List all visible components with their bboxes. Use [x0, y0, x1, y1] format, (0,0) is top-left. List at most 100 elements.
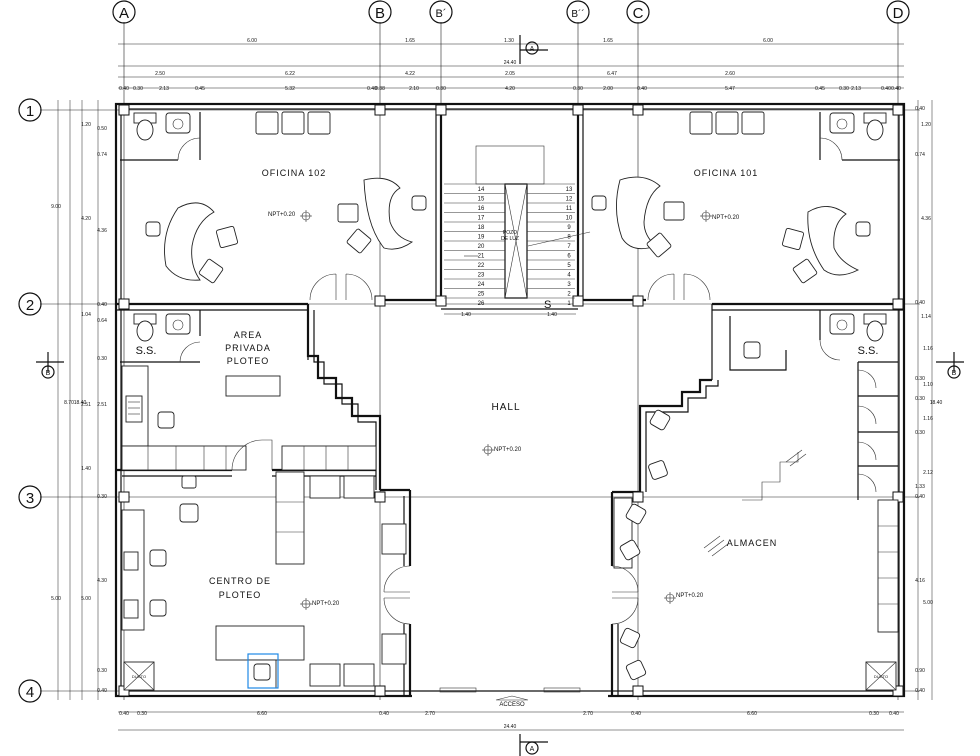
acceso-label: ACCESO: [499, 702, 525, 708]
ducto-right-label: DUCTO: [874, 674, 888, 679]
dim-left-12: 1.40: [81, 466, 91, 472]
centro-de-ploteo: CENTRO DE PLOTEO NPT+0.20 DUCTO: [121, 471, 411, 691]
stair-left-step-number: 18: [478, 225, 485, 231]
stair-left-step-number: 21: [478, 254, 485, 260]
dim-bottom-4: 0.40: [379, 711, 389, 717]
dim-top3-extra-3: 0.30: [436, 86, 446, 92]
grid-bubble-b: B: [368, 0, 392, 24]
dim-right-5: 0.40: [915, 300, 925, 306]
dim-left-7: 1.04: [81, 312, 91, 318]
dim-bottom-5: 2.70: [425, 711, 435, 717]
dim-left-4: 4.20: [81, 216, 91, 222]
grid-bubble-b-double-prime: B´´: [566, 0, 590, 24]
centro-label-1: CENTRO DE: [209, 576, 271, 586]
dim-right-16: 4.16: [915, 578, 925, 584]
stair-up-label: S: [544, 299, 551, 311]
dim-top3-6: 2.10: [409, 86, 419, 92]
stair-right-step-number: 2: [567, 292, 571, 298]
grid-label-4: 4: [26, 684, 34, 701]
dim-right-9: 1.10: [923, 382, 933, 388]
grid-label-a: A: [119, 5, 129, 22]
ss-left-label: S.S.: [136, 345, 157, 357]
stair-right-step-number: 9: [567, 225, 571, 231]
dim-top2-2: 6.22: [285, 71, 295, 77]
dim-top3-11: 2.13: [851, 86, 861, 92]
stair-left-step-number: 24: [478, 282, 485, 288]
right-dimension-texts: 0.40 1.20 0.74 4.36 0.40 1.14 1.16 0.30 …: [915, 106, 942, 694]
grid-label-b-prime: B´: [436, 8, 447, 20]
dim-right-7: 1.16: [923, 346, 933, 352]
dim-right-15: 0.40: [915, 494, 925, 500]
almacen-label: ALMACEN: [727, 538, 778, 548]
ss-right-label: S.S.: [858, 345, 879, 357]
stair-left-width: 1.40: [461, 312, 471, 318]
dim-top-4: 1.65: [603, 38, 613, 44]
area-privada-ploteo: AREA PRIVADA PLOTEO: [121, 330, 377, 489]
grid-label-b: B: [375, 5, 385, 22]
npt-centro: NPT+0.20: [312, 601, 340, 607]
section-mark-bottom: A: [519, 734, 548, 756]
dim-left-outer-2: 5.00: [51, 596, 61, 602]
stair-right-step-number: 12: [566, 197, 573, 203]
dim-bottom-3: 6.60: [257, 711, 267, 717]
dim-left-2: 0.50: [97, 126, 107, 132]
stair-left-step-number: 15: [478, 197, 485, 203]
dim-top2-5: 6.47: [607, 71, 617, 77]
dim-left-11: 2.51: [97, 402, 107, 408]
interior-walls: [116, 104, 904, 696]
dim-left-10: 2.51: [81, 402, 91, 408]
stair-left-step-number: 20: [478, 244, 485, 250]
grid-label-c: C: [633, 5, 644, 22]
grid-bubble-c: C: [626, 0, 650, 24]
area-privada-label-2: PRIVADA: [225, 343, 271, 353]
stair-right-step-number: 5: [567, 263, 571, 269]
dim-left-9: 0.30: [97, 356, 107, 362]
dim-right-10: 0.30: [915, 396, 925, 402]
dim-right-3: 0.74: [915, 152, 925, 158]
hall: HALL NPT+0.20: [482, 402, 522, 456]
oficina-102-label: OFICINA 102: [262, 168, 327, 178]
section-mark-left: B: [36, 352, 64, 379]
npt-almacen: NPT+0.20: [676, 593, 704, 599]
dim-right-13: 2.12: [923, 470, 933, 476]
stair-right-step-number: 6: [567, 254, 571, 260]
pozo-label-2: DE LUZ: [501, 236, 519, 242]
dim-left-8: 0.64: [97, 318, 107, 324]
dim-right-6: 1.14: [921, 314, 931, 320]
grid-bubble-3: 3: [18, 485, 42, 509]
hall-label: HALL: [491, 402, 520, 413]
dim-left-mid-2: 18.40: [74, 400, 87, 406]
top-dimension-lines: [118, 43, 904, 89]
dim-left-3: 0.74: [97, 152, 107, 158]
grid-bubble-4: 4: [18, 679, 42, 703]
section-label-bottom: A: [530, 746, 535, 753]
dim-top3-extra-4: 0.30: [573, 86, 583, 92]
stair-right-step-number: 4: [567, 273, 571, 279]
dim-right-1: 0.40: [915, 106, 925, 112]
ss-left: S.S.: [133, 313, 201, 363]
ducto-left-label: DUCTO: [132, 674, 146, 679]
dim-top-5: 6.00: [763, 38, 773, 44]
area-privada-label-3: PLOTEO: [227, 356, 270, 366]
section-mark-right: B: [936, 352, 964, 379]
dim-top-1: 6.00: [247, 38, 257, 44]
dim-bottom-total: 24.40: [504, 724, 517, 730]
grid-label-b-double-prime: B´´: [571, 8, 584, 20]
left-dimension-lines: [57, 100, 99, 700]
dim-right-2: 1.20: [921, 122, 931, 128]
dim-right-mid: 18.40: [930, 400, 943, 406]
grid-bubble-1: 1: [18, 98, 42, 122]
area-privada-label-1: AREA: [234, 330, 263, 340]
dim-bottom-8: 6.60: [747, 711, 757, 717]
dim-top2-3: 4.22: [405, 71, 415, 77]
outer-walls: [114, 102, 906, 698]
dim-top3-2: 2.13: [159, 86, 169, 92]
pozo-label-1: POZO: [503, 230, 517, 236]
stair-left-step-number: 23: [478, 273, 485, 279]
dim-right-8: 0.30: [915, 376, 925, 382]
dim-right-17: 5.00: [923, 600, 933, 606]
stair-right-step-number: 3: [567, 282, 571, 288]
